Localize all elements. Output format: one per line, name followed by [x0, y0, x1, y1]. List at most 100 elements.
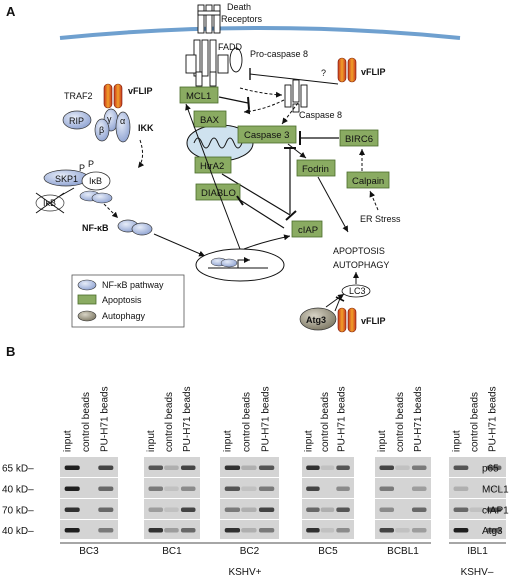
- blot-band: [379, 486, 395, 491]
- blot-band: [379, 507, 395, 512]
- blot-band: [64, 465, 80, 470]
- blot-lane: [302, 499, 354, 519]
- blot-band: [411, 465, 427, 470]
- ikk-complex-icon: [94, 108, 131, 143]
- nucleus-icon: [195, 248, 285, 282]
- dna-promoter-icon: [208, 257, 268, 269]
- fodrin-box: [296, 159, 336, 177]
- ciap-box: [291, 220, 323, 238]
- blot-lane: [449, 520, 506, 539]
- legend-apoptosis: Apoptosis: [102, 295, 142, 305]
- blot-band: [258, 486, 275, 491]
- phospho-label-2: P: [88, 159, 94, 169]
- blot-band: [453, 528, 469, 533]
- blot-band: [395, 528, 410, 533]
- kd-marker: 40 kD–: [2, 485, 34, 496]
- blot-lane: [302, 520, 354, 539]
- blot-lane: [302, 457, 354, 477]
- htra2-label: HtrA2: [200, 161, 224, 172]
- panel-b-label: B: [6, 344, 15, 359]
- protein-label: cIAP1: [482, 506, 509, 517]
- blot-band: [258, 507, 275, 512]
- blot-lane: [60, 478, 118, 498]
- ikk-gamma-label: γ: [107, 114, 112, 124]
- blot-band: [320, 528, 335, 533]
- blot-lane: [220, 520, 279, 539]
- column-header: PU-H71 beads: [413, 386, 424, 452]
- legend-nfkb-swatch: [77, 279, 97, 291]
- kd-marker: 40 kD–: [2, 526, 34, 537]
- ikb-label: IκB: [89, 176, 102, 186]
- blot-lane: [375, 457, 431, 477]
- blot-band: [164, 486, 179, 491]
- rip-label: RIP: [69, 116, 84, 126]
- autophagy-label: AUTOPHAGY: [333, 260, 389, 270]
- blot-band: [241, 486, 257, 491]
- blot-band: [486, 507, 502, 512]
- blot-band: [258, 528, 275, 533]
- vflip-label-bottom: vFLIP: [361, 316, 386, 326]
- blot-band: [164, 528, 179, 533]
- phospho-label-1: P: [79, 163, 85, 173]
- birc6-label: BIRC6: [345, 134, 373, 145]
- cell-line-label: BC3: [79, 546, 99, 557]
- protein-label: p65: [482, 464, 499, 475]
- blot-lane: [375, 499, 431, 519]
- vflip-icon-top: [337, 57, 357, 83]
- vflip-inhibit-line: [249, 73, 339, 85]
- kshv-positive-label: KSHV+: [228, 567, 261, 578]
- blot-band: [241, 528, 257, 533]
- legend-nfkb: NF-κB pathway: [102, 280, 164, 290]
- disc-complex-icon: [185, 39, 243, 87]
- protein-label: Atg3: [482, 526, 503, 537]
- nfkb-label: NF-κB: [82, 223, 109, 233]
- blot-band: [453, 465, 469, 470]
- blot-band: [148, 507, 164, 512]
- vflip-icon-left: [103, 83, 123, 109]
- blot-lane: [302, 478, 354, 498]
- legend: NF-κB pathway Apoptosis Autophagy: [71, 274, 185, 328]
- fadd-label: FADD: [218, 42, 243, 52]
- ikb-oval: [81, 171, 111, 191]
- blot-band: [148, 528, 164, 533]
- blot-band: [64, 486, 80, 491]
- column-header: control beads: [320, 392, 331, 452]
- traf2-label: TRAF2: [64, 91, 93, 101]
- atg3-oval: [299, 307, 337, 331]
- mcl1-box: [179, 86, 219, 104]
- blot-lane: [220, 478, 279, 498]
- legend-apoptosis-swatch: [77, 294, 97, 305]
- calpain-label: Calpain: [352, 176, 384, 187]
- panel-a-label: A: [6, 4, 16, 19]
- blot-band: [64, 507, 80, 512]
- blot-band: [258, 465, 275, 470]
- calpain-box: [346, 171, 390, 189]
- ciap-label: cIAP: [298, 225, 318, 236]
- nfkb-dimer-small-icon: [79, 190, 113, 204]
- skp1-label: SKP1: [55, 174, 78, 184]
- blot-lane: [60, 499, 118, 519]
- blot-band: [486, 528, 502, 533]
- blot-band: [453, 507, 469, 512]
- blot-band: [336, 507, 350, 512]
- blot-lane: [144, 478, 200, 498]
- blot-band: [98, 486, 114, 491]
- column-header: input: [62, 430, 73, 452]
- column-header: PU-H71 beads: [182, 386, 193, 452]
- blot-band: [148, 465, 164, 470]
- blot-band: [98, 507, 114, 512]
- nfkb-dimer-icon: [117, 219, 153, 236]
- blot-band: [306, 507, 320, 512]
- column-header: control beads: [242, 392, 253, 452]
- kd-marker: 65 kD–: [2, 464, 34, 475]
- column-header: input: [223, 430, 234, 452]
- column-header: PU-H71 beads: [488, 386, 499, 452]
- lc3-oval: [341, 284, 371, 298]
- apoptosis-label: APOPTOSIS: [333, 246, 385, 256]
- blot-lane: [60, 520, 118, 539]
- blot-band: [64, 528, 80, 533]
- mcl1-label: MCL1: [186, 91, 211, 102]
- blot-band: [180, 528, 196, 533]
